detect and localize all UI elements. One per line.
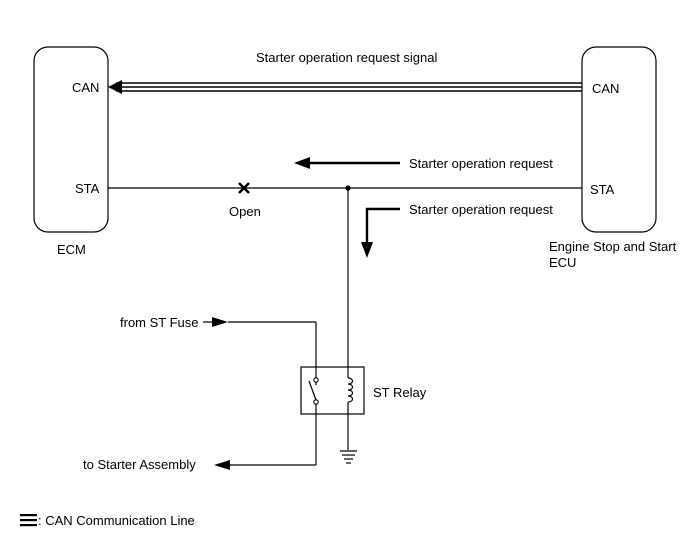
legend-can-line-label: : CAN Communication Line (38, 513, 195, 528)
ecm-name-label: ECM (57, 242, 86, 257)
sta-request-to-relay-label: Starter operation request (409, 202, 553, 217)
request-arrow-to-relay (361, 207, 400, 258)
relay-switch-contact (308, 322, 319, 465)
ecu-name-line1: Engine Stop and Start (549, 239, 677, 254)
ecu-name-line2: ECU (549, 255, 577, 270)
ecu-can-pin-label: CAN (592, 81, 620, 96)
relay-coil (347, 367, 354, 450)
open-circuit-marker (238, 182, 250, 194)
ecu-sta-pin-label: STA (590, 182, 615, 197)
ecm-sta-pin-label: STA (75, 181, 100, 196)
can-signal-label: Starter operation request signal (256, 50, 438, 65)
ground-icon (340, 450, 357, 464)
request-arrow-to-ecm (294, 157, 400, 169)
st-relay-label: ST Relay (373, 385, 427, 400)
ecm-block (33, 46, 109, 233)
from-fuse-wire (203, 317, 316, 327)
ecm-can-pin-label: CAN (72, 80, 100, 95)
can-line-legend-icon (20, 514, 37, 527)
st-relay-box (300, 366, 365, 415)
to-starter-label: to Starter Assembly (83, 457, 196, 472)
ecu-block (581, 46, 657, 233)
to-starter-wire (214, 460, 316, 470)
can-communication-line (108, 80, 582, 94)
sta-request-to-ecm-label: Starter operation request (409, 156, 553, 171)
from-fuse-label: from ST Fuse (120, 315, 199, 330)
open-fault-label: Open (229, 204, 261, 219)
